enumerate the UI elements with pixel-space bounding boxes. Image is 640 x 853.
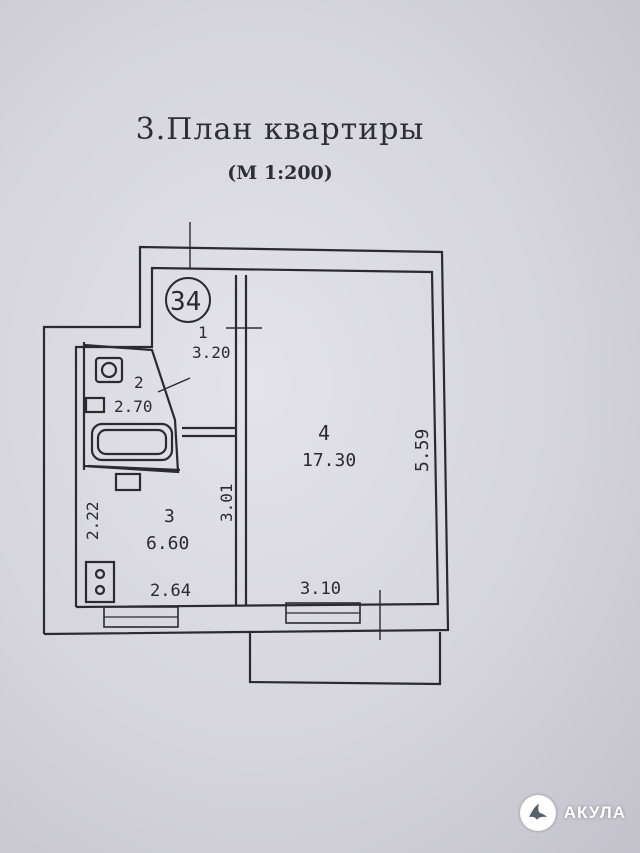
bathtub-symbol — [90, 422, 174, 462]
dim-left-height: 2.22 — [83, 501, 102, 540]
bathroom-wall — [83, 343, 180, 474]
shark-logo-icon — [519, 795, 556, 831]
plan-title: 3.План квартиры — [135, 112, 425, 147]
sink-symbol — [84, 396, 106, 414]
room-3-number: 3 — [164, 506, 175, 527]
dim-room4-width: 3.10 — [300, 579, 341, 599]
bathroom-wall — [87, 464, 181, 472]
apartment-number: 34 — [170, 287, 201, 317]
dim-room3-width: 2.64 — [150, 581, 191, 601]
inner-wall-line — [74, 266, 440, 609]
room-4-number: 4 — [318, 421, 330, 445]
brand-watermark: АКУЛА — [519, 795, 626, 831]
dim-room3-height: 3.01 — [217, 483, 236, 522]
room-2-number: 2 — [134, 373, 144, 392]
room-1-area: 3.20 — [192, 343, 231, 362]
room-1-number: 1 — [198, 323, 208, 342]
room-4-area: 17.30 — [302, 450, 356, 471]
apartment-number-circle — [165, 277, 211, 323]
room-3-area: 6.60 — [146, 533, 189, 554]
stove-symbol — [84, 560, 116, 604]
plan-scale: (М 1:200) — [227, 162, 333, 184]
balcony — [248, 632, 442, 686]
toilet-symbol — [94, 356, 124, 384]
dim-room4-height: 5.59 — [412, 429, 433, 472]
outer-wall — [42, 245, 450, 636]
brand-name: АКУЛА — [563, 803, 626, 822]
room-2-area: 2.70 — [114, 397, 153, 416]
